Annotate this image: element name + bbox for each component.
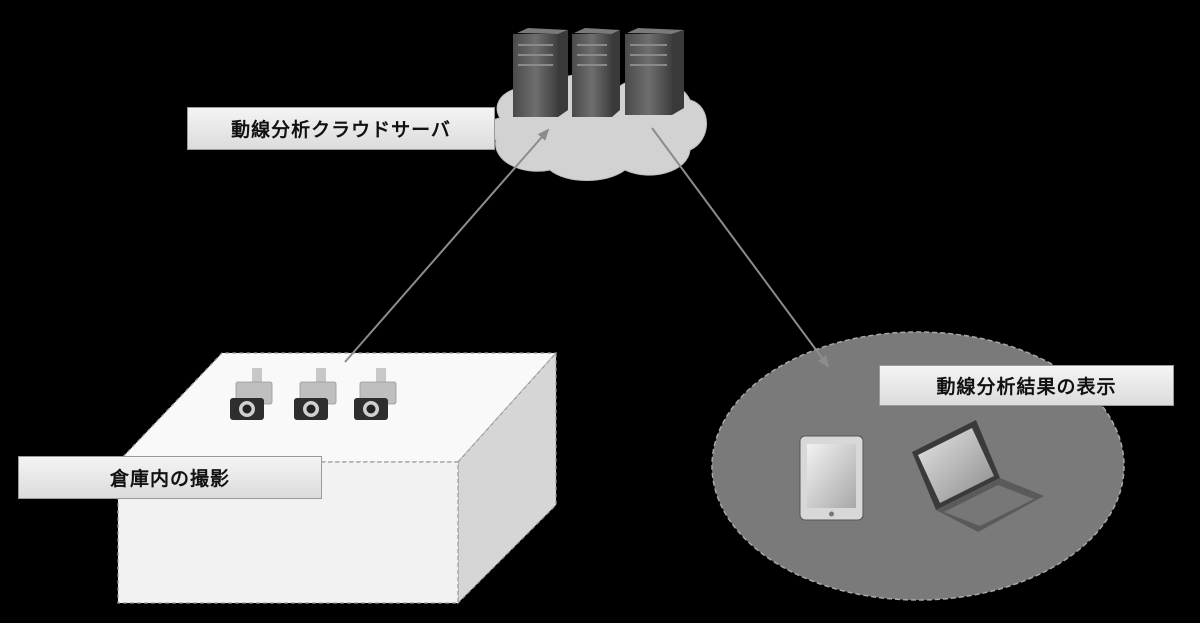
camera-icon bbox=[294, 368, 337, 420]
cloud-server-label: 動線分析クラウドサーバ bbox=[187, 107, 495, 150]
server-rack-icon bbox=[625, 28, 684, 115]
server-rack-icon bbox=[572, 28, 620, 117]
arrow-cloud-to-devices bbox=[651, 127, 830, 368]
warehouse-capture-label: 倉庫内の撮影 bbox=[18, 456, 322, 499]
tablet-icon bbox=[799, 435, 864, 521]
camera-icon bbox=[354, 368, 397, 420]
camera-icon bbox=[230, 368, 273, 420]
server-rack-icon bbox=[513, 28, 568, 117]
laptop-icon bbox=[912, 420, 1044, 532]
analysis-display-label: 動線分析結果の表示 bbox=[879, 365, 1174, 406]
arrow-warehouse-to-cloud bbox=[344, 128, 550, 363]
